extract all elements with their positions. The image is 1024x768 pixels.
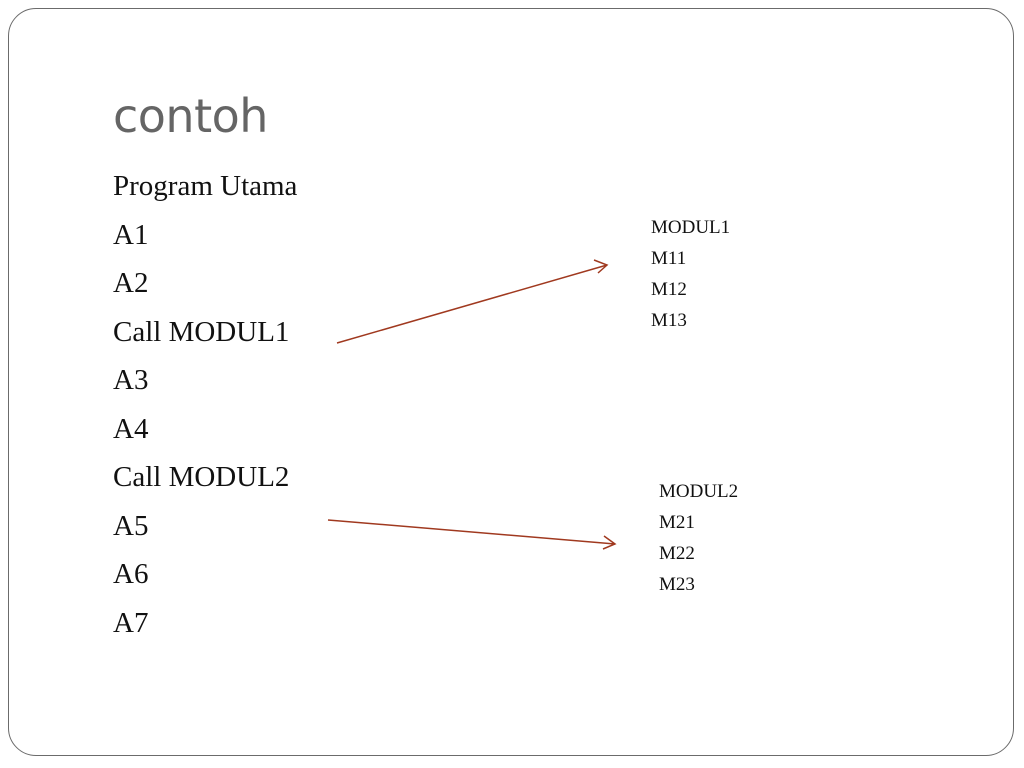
modul1-listing: MODUL1 M11 M12 M13 xyxy=(651,212,730,336)
slide-frame xyxy=(8,8,1014,756)
main-program-line: A2 xyxy=(113,267,149,299)
call-modul2-line: Call MODUL2 xyxy=(113,461,290,493)
main-program-line: A5 xyxy=(113,509,149,542)
main-program-line: A4 xyxy=(113,412,149,445)
modul1-heading: MODUL1 xyxy=(651,217,731,238)
modul2-listing: MODUL2 M21 M22 M23 xyxy=(659,476,738,600)
modul2-line: M21 xyxy=(659,512,695,533)
call-modul1-line: Call MODUL1 xyxy=(113,315,290,348)
main-program-line: A6 xyxy=(113,558,149,590)
modul1-line: M13 xyxy=(651,310,687,331)
modul1-line: M11 xyxy=(651,248,687,269)
modul2-line: M22 xyxy=(659,543,695,564)
main-program-line: A7 xyxy=(113,606,149,639)
slide-title: contoh xyxy=(113,89,268,143)
modul1-line: M12 xyxy=(651,279,687,300)
main-program-heading: Program Utama xyxy=(113,170,298,202)
modul2-line: M23 xyxy=(659,574,695,595)
modul2-heading: MODUL2 xyxy=(659,481,739,502)
main-program-line: A1 xyxy=(113,218,149,251)
main-program-line: A3 xyxy=(113,364,149,396)
main-program-list: Program Utama A1 A2 Call MODUL1 A3 A4 Ca… xyxy=(113,162,297,647)
